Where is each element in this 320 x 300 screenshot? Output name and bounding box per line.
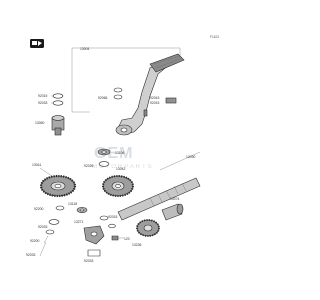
idle-gear-b [102,175,134,197]
svg-text:MOTORPARTS: MOTORPARTS [92,164,154,170]
label-stopper: 13271 [74,220,84,224]
label-bolt: 92026 [84,164,94,168]
idle-gear-a [39,174,77,198]
label-boss: 13060 [35,121,45,125]
ratchet-washers [99,215,116,229]
label-washer-a: 92200 [30,239,40,243]
small-pin [143,109,148,117]
parts-diagram: F1103 GEM MOTORPARTS 13004 92043 92015 [26,35,220,263]
kick-lever-assembly: 13004 92043 92015 92015 92033 [35,47,185,136]
label-clip: 92033 [84,259,94,263]
label-spring: 13106 [115,151,125,155]
stopper-bolt [111,235,124,241]
label-washer-b: 92015 [108,215,118,219]
label-idle-gear-b: 13042 [116,167,126,171]
label-bolt-b: 120 [124,237,130,241]
label-circlip-top: 92033 [38,101,48,105]
label-kick-lever: 13004 [80,47,90,51]
ratchet-sleeve [161,203,184,221]
manual-reference-icon [30,39,44,48]
washer-stack-center [113,87,123,100]
washer-set-gear-a [45,205,65,235]
kick-shaft-assembly: 13090 13041 13106 92026 13042 [26,148,201,263]
label-rubber: 13236 [132,243,142,247]
stopper-lever [83,225,105,245]
lever-bolt-housing [51,115,65,136]
exploded-view-drawing: F1103 GEM MOTORPARTS 13004 92043 92015 [26,35,219,263]
label-circlip-a: 92033 [38,225,48,229]
label-spring-guide: 13118 [68,202,77,206]
label-seal: 92043 [150,96,160,100]
ratchet-gear [136,219,160,237]
spring-guide [76,207,88,213]
label-idle-gear-a: 13041 [32,163,42,167]
figure-reference-code: F1103 [210,35,219,39]
label-circlip-b: 92033 [26,253,36,257]
kick-shaft [117,177,201,221]
washer-stack-left [52,93,64,106]
kick-lever-arm [117,59,171,135]
label-pin: 92015 [150,101,160,105]
label-washer-top: 92015 [38,94,48,98]
shaft-spring [97,148,111,167]
label-kick-shaft: 13090 [186,155,196,159]
bottom-clip [87,249,101,257]
label-small-washer: 92200 [34,207,44,211]
pivot-spring [165,97,177,104]
kick-pedal-rubber [149,53,185,73]
label-ratchet: 13074 [170,197,180,201]
label-collar: 92066 [98,96,108,100]
